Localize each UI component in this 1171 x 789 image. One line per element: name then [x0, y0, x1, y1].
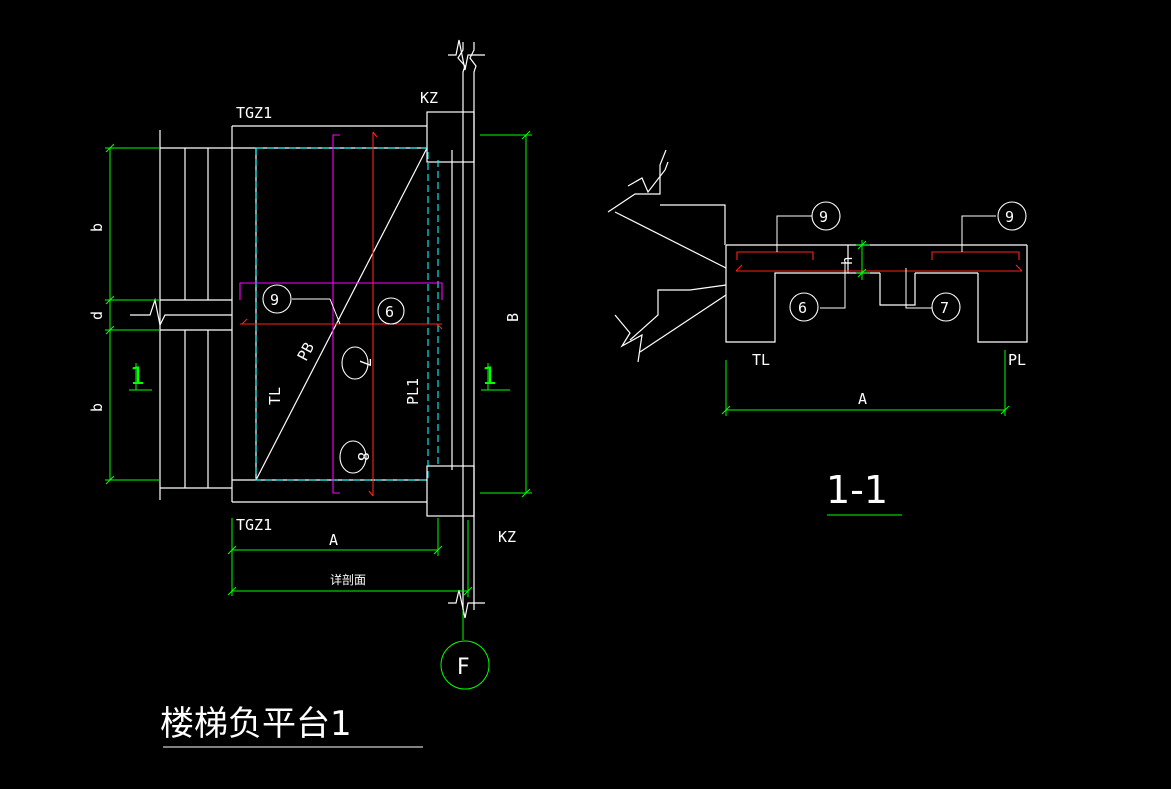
section-rebar [735, 251, 1023, 272]
rebar-magenta [239, 134, 443, 494]
marker-6-text: 6 [385, 303, 394, 321]
tgz1-top-label: TGZ1 [236, 104, 272, 122]
stair-flights [130, 130, 232, 500]
plan-view: TGZ1 TGZ1 KZ KZ TL PB PL1 b d b B A 详剖面 … [88, 39, 532, 748]
dim-A-label: A [329, 531, 338, 549]
dimension-lines [105, 130, 532, 748]
section-title: 1-1 [826, 468, 888, 512]
section-leaders [776, 215, 996, 309]
marker-leaders [292, 298, 341, 325]
section-marker-6-text: 6 [798, 299, 807, 317]
section-dimensions [721, 240, 1010, 516]
section-pl-label: PL [1008, 351, 1026, 369]
section-structure [607, 149, 1028, 363]
dim-d-label: d [88, 311, 106, 320]
grid-axis-label: F [457, 655, 470, 680]
section-marker-circles [789, 201, 1027, 322]
column-kz-boxes [426, 111, 475, 517]
section-marker-9-left-text: 9 [819, 208, 828, 226]
marker-9-text: 9 [270, 291, 279, 309]
section-mark-right: 1 [482, 362, 497, 390]
marker-8-text: 8 [354, 452, 372, 461]
dim-b1-label: b [88, 223, 106, 232]
section-view: 9 9 6 7 TL PL h A 1-1 [607, 149, 1028, 516]
section-marker-9-right-text: 9 [1005, 208, 1014, 226]
kz-bottom-label: KZ [498, 528, 516, 546]
kz-top-label: KZ [420, 89, 438, 107]
hidden-lines [255, 147, 439, 481]
section-dim-A-label: A [858, 390, 867, 408]
marker-7-text: 7 [356, 358, 374, 367]
dim-B-label: B [504, 313, 522, 322]
plan-marker-circles [262, 284, 405, 474]
section-mark-left: 1 [130, 362, 145, 390]
tl-label: TL [266, 387, 284, 405]
section-note-label: 详剖面 [330, 572, 366, 587]
tgz1-bottom-label: TGZ1 [236, 516, 272, 534]
plan-title: 楼梯负平台1 [160, 704, 352, 744]
section-marker-7-text: 7 [940, 299, 949, 317]
section-tl-label: TL [752, 351, 770, 369]
dim-b2-label: b [88, 403, 106, 412]
pl1-label: PL1 [404, 378, 422, 405]
rebar-red [240, 131, 443, 497]
section-dim-h-label: h [840, 257, 856, 265]
